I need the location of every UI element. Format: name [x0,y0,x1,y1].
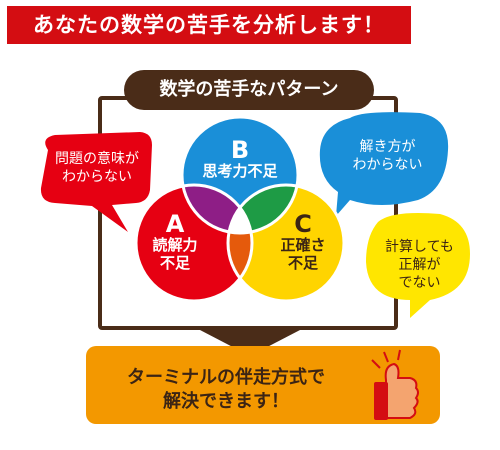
overlap-bc [228,185,298,233]
frame-title: 数学の苦手なパターン [124,70,374,110]
speech-bubble-blue [319,112,449,216]
result-text: ターミナルの伴走方式で 解決できます！ [127,367,325,412]
bubble-red-text: 問題の意味が わからない [55,151,139,185]
circle-b-label: B 思考力不足 [202,136,278,180]
speech-bubble-yellow [366,213,470,318]
speech-bubble-red [40,132,152,232]
overlap-ab [182,185,252,233]
bubble-yellow-text: 計算しても 正解が でない [385,239,454,291]
down-arrow [200,330,300,356]
circle-a-label: A 読解力 不足 [152,210,198,272]
thumbs-up-icon [371,349,419,420]
circle-c-label: C 正確さ 不足 [280,210,326,272]
title-banner: あなたの数学の苦手を分析します！ [7,6,411,44]
bubble-blue-text: 解き方が わからない [352,139,423,173]
